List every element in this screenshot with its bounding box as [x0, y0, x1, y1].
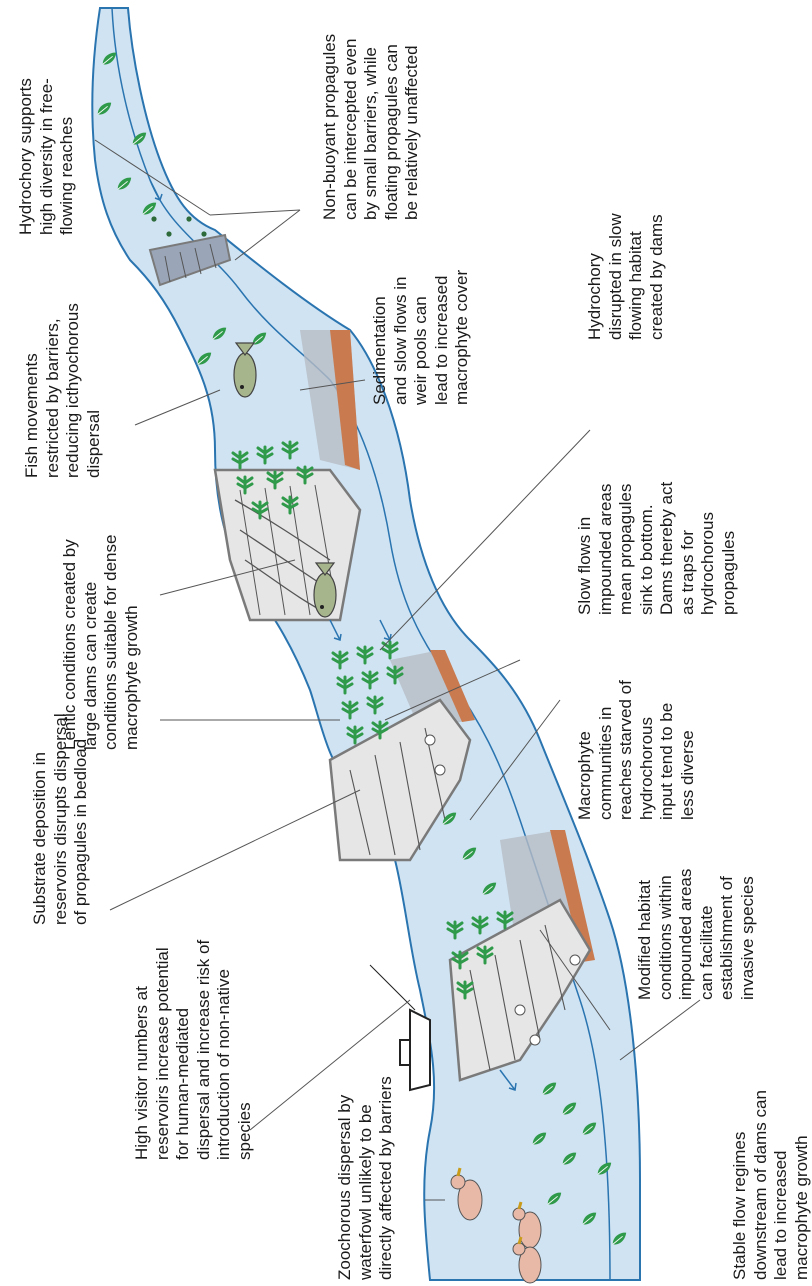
annotation-line: mean propagules [616, 482, 637, 615]
annotation-line: by small barriers, while [361, 34, 382, 220]
annotation-line: flowing reaches [57, 78, 78, 235]
annotation-line: macrophyte cover [452, 270, 473, 405]
annotation-line: impounded areas [676, 869, 697, 1000]
annotation-line: waterfowl unlikely to be [356, 1076, 377, 1280]
annotation-line: Stable flow regimes [730, 1090, 751, 1280]
annotation-line: reaches starved of [616, 680, 637, 820]
annotation-line: reservoirs increase potential [153, 940, 174, 1160]
annotation-line: less diverse [678, 680, 699, 820]
annotation-line: directly affected by barriers [376, 1076, 397, 1280]
annotation-line: weir pools can [411, 270, 432, 405]
annotation-line: propagules [719, 482, 740, 615]
annotation-line: hydrochorous [698, 482, 719, 615]
annotation-line: reducing icthyochorous [63, 303, 84, 478]
annotation-line: for human-mediated [173, 940, 194, 1160]
annotation-line: lead to increased [771, 1090, 792, 1280]
annotation-line: Slow flows in [575, 482, 596, 615]
annotation-line: conditions suitable for dense [101, 535, 122, 750]
annotation-line: high diversity in free- [37, 78, 58, 235]
annotation-line: impounded areas [596, 482, 617, 615]
annotation-line: be relatively unaffected [402, 34, 423, 220]
annotation-line: Substrate deposition in [30, 713, 51, 925]
annotation-line: Macrophyte [575, 680, 596, 820]
annotation-line: lead to increased [432, 270, 453, 405]
annotation-line: dispersal [84, 303, 105, 478]
annotation-line: reservoirs disrupts dispersal [51, 713, 72, 925]
annotation-line: input tend to be [657, 680, 678, 820]
annotation-line: restricted by barriers, [43, 303, 64, 478]
annotation-line: macrophyte growth [792, 1090, 812, 1280]
annotation-line: introduction of non-native [214, 940, 235, 1160]
annotation-line: of propagules in bedload [71, 713, 92, 925]
annotation-line: Zoochorous dispersal by [335, 1076, 356, 1280]
annotation-line: macrophyte growth [122, 535, 143, 750]
annotation-line: High visitor numbers at [132, 940, 153, 1160]
annotation-line: hydrochorous [637, 680, 658, 820]
annotation-line: conditions within [656, 869, 677, 1000]
annotation-line: species [235, 940, 256, 1160]
annotation-line: as traps for [678, 482, 699, 615]
annotation-line: Dams thereby act [657, 482, 678, 615]
dam-medium [215, 470, 360, 620]
annotation-line: Hydrochory supports [16, 78, 37, 235]
annotation-line: and slow flows in [391, 270, 412, 405]
annotation-line: Sedimentation [370, 270, 391, 405]
annotation-line: downstream of dams can [751, 1090, 772, 1280]
annotation-line: Modified habitat [635, 869, 656, 1000]
annotation-line: disrupted in slow [606, 213, 627, 340]
annotation-line: Fish movements [22, 303, 43, 478]
annotation-line: invasive species [738, 869, 759, 1000]
annotation-line: sink to bottom. [637, 482, 658, 615]
annotation-line: Hydrochory [585, 213, 606, 340]
annotation-line: flowing habitat [626, 213, 647, 340]
annotation-line: communities in [596, 680, 617, 820]
annotation-line: Non-buoyant propagules [320, 34, 341, 220]
annotation-line: can facilitate [697, 869, 718, 1000]
annotation-line: floating propagules can [382, 34, 403, 220]
annotation-line: dispersal and increase risk of [194, 940, 215, 1160]
annotation-line: created by dams [647, 213, 668, 340]
annotation-line: can be intercepted even [341, 34, 362, 220]
annotation-line: establishment of [717, 869, 738, 1000]
